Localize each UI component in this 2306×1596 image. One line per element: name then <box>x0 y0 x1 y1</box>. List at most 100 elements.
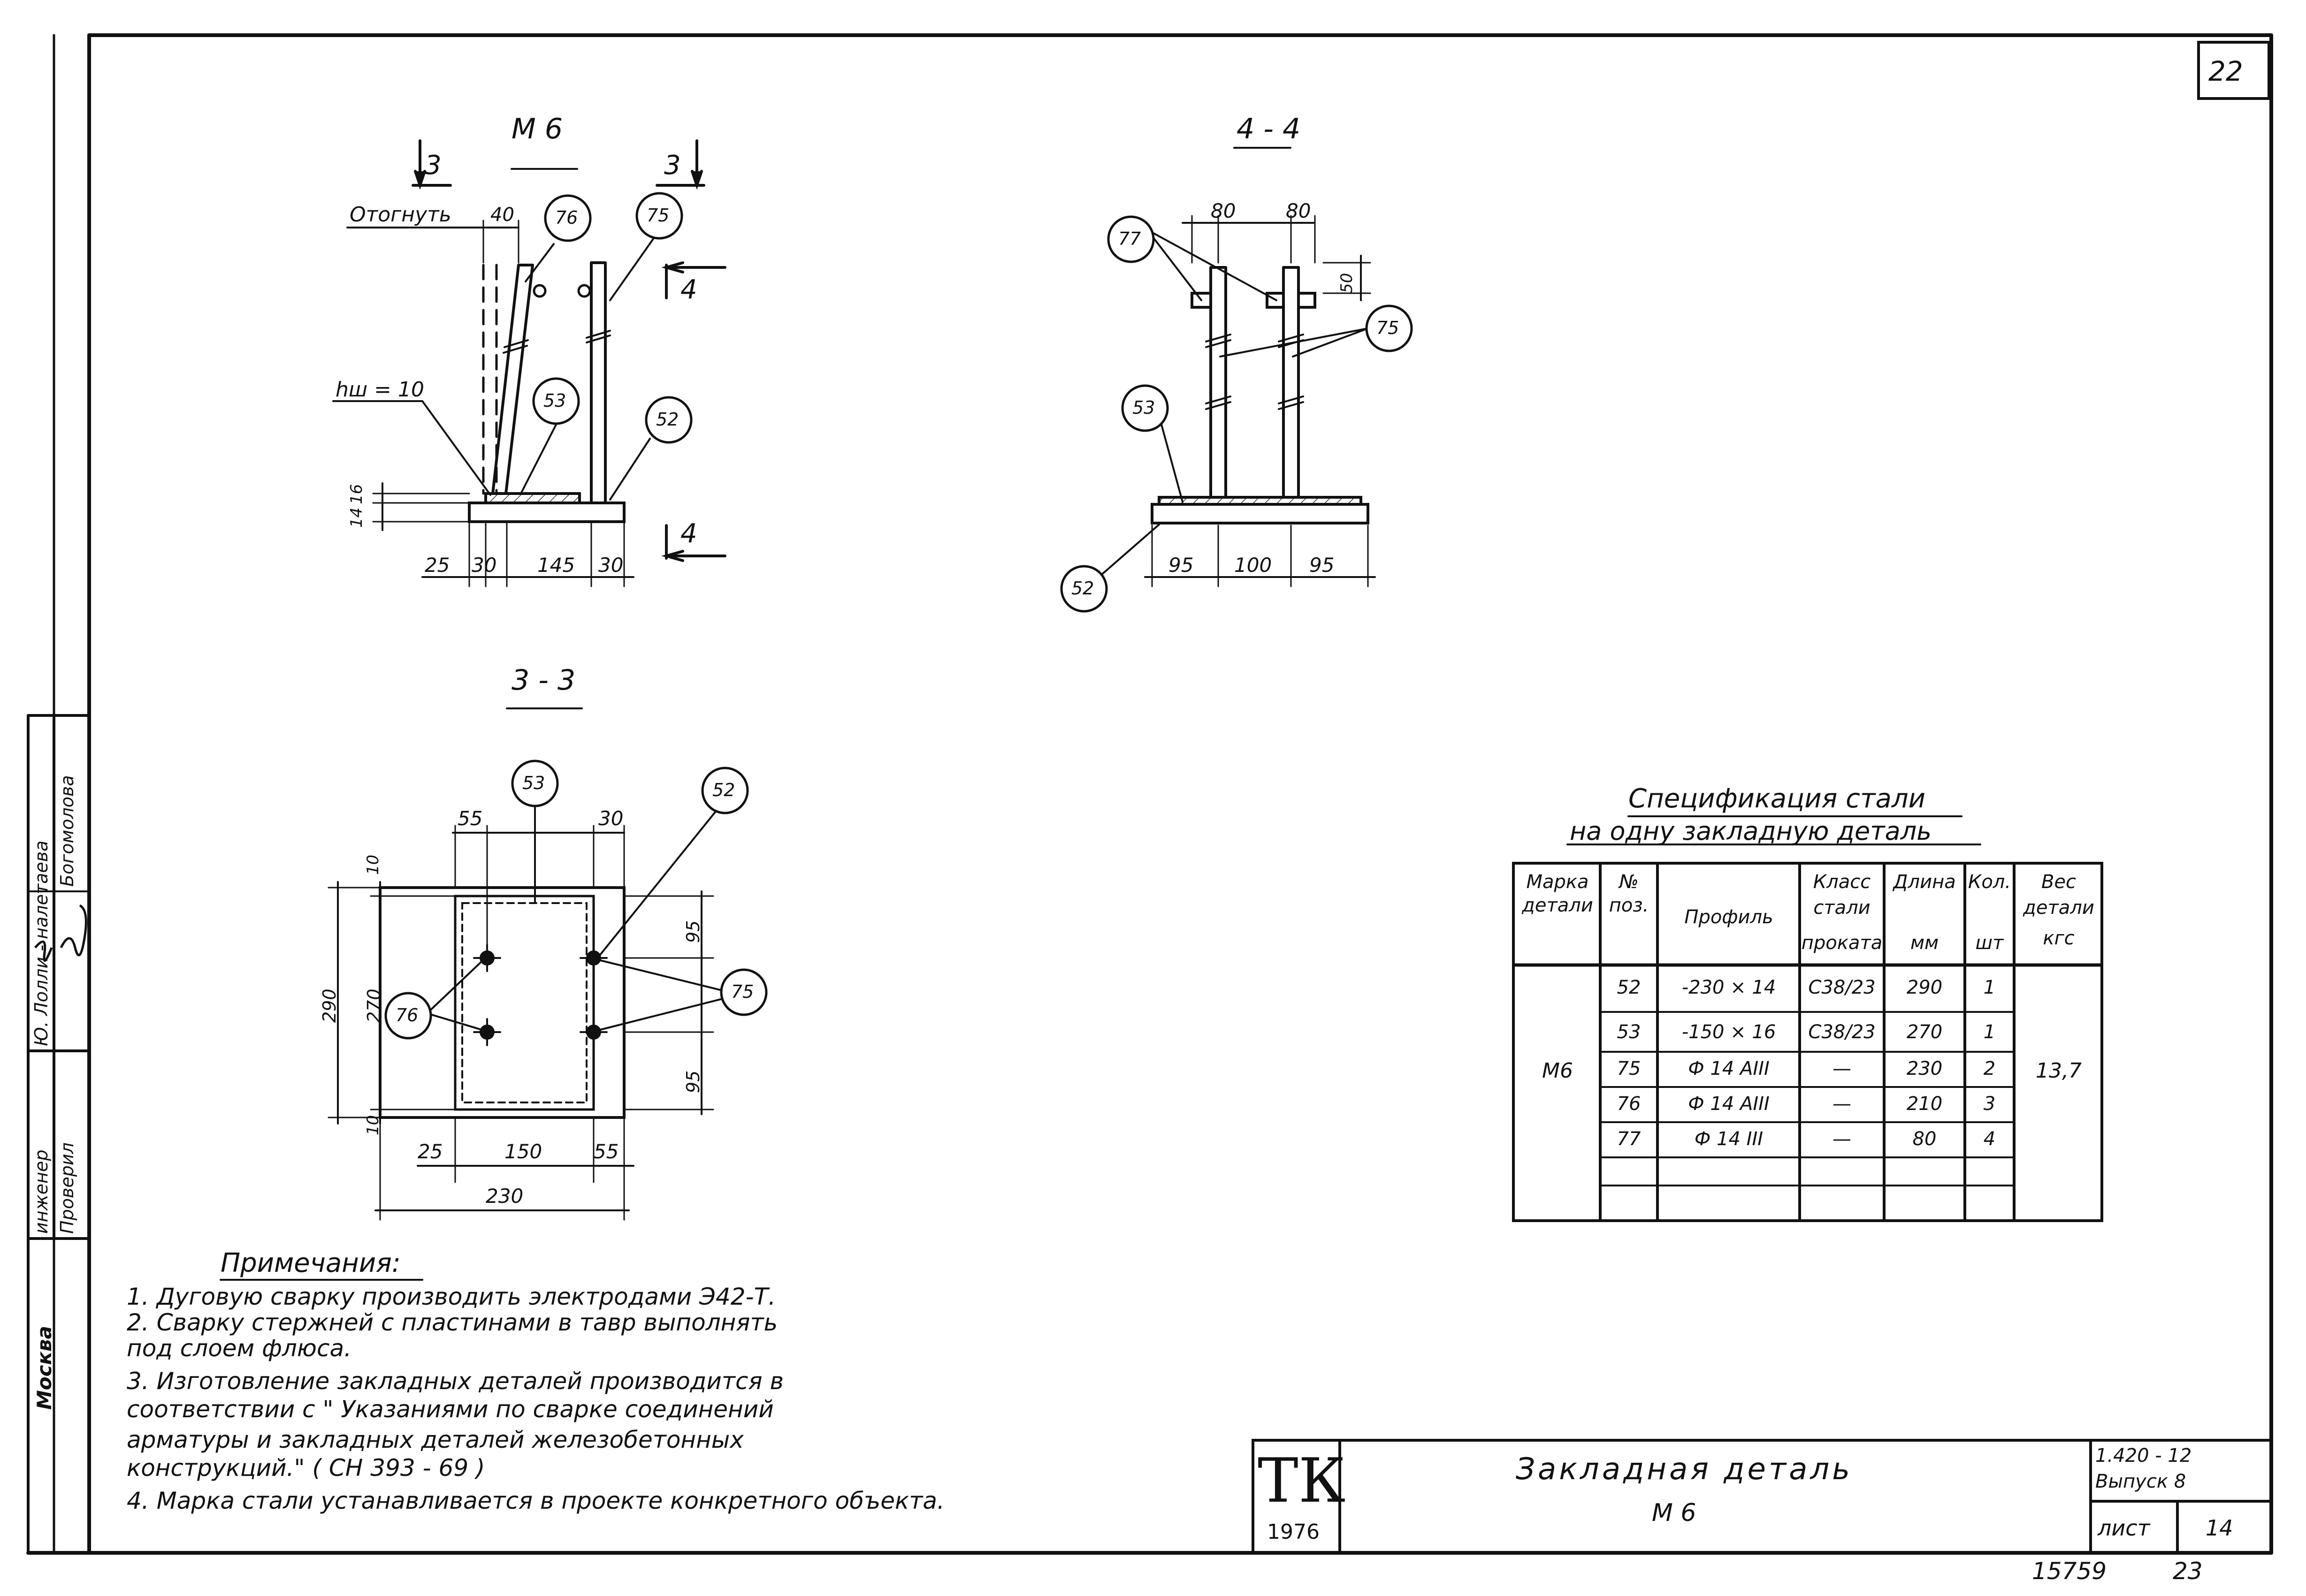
s44-dim-80-left: 80 <box>1211 199 1236 222</box>
spec-header-profile: Профиль <box>1684 906 1773 928</box>
m6-bubble-53-text: 53 <box>543 390 566 411</box>
spec-header-weight-2: детали <box>2023 897 2094 919</box>
side-city: Москва <box>33 1326 56 1410</box>
spec-row-2-qty: 1 <box>1983 1021 1996 1043</box>
spec-row-3-pos: 75 <box>1617 1058 1641 1079</box>
spec-header-steel-2: стали <box>1813 897 1871 919</box>
bubble-33-76 <box>384 992 432 1040</box>
note-line-1: 1. Дуговую сварку производить электродам… <box>127 1283 776 1310</box>
spec-row-4-profile: Ф 14 АIII <box>1688 1093 1770 1115</box>
note-line-7: конструкций." ( СН 393 - 69 ) <box>127 1454 485 1482</box>
spec-header-length-unit: мм <box>1910 932 1939 954</box>
m6-dim-14: 14 <box>347 507 366 528</box>
m6-dim-30-left: 30 <box>472 554 497 577</box>
bottom-number-left: 15759 <box>2032 1558 2107 1585</box>
spec-row-4-steel: — <box>1833 1093 1851 1115</box>
spec-title-line1: Спецификация стали <box>1628 783 1926 814</box>
spec-row-2-profile: -150 × 16 <box>1681 1021 1776 1043</box>
s33-bubble-75-text: 75 <box>731 981 754 1002</box>
spec-header-weight-1: Вес <box>2041 871 2077 893</box>
spec-row-2-pos: 53 <box>1617 1021 1641 1043</box>
spec-row-1-length: 290 <box>1906 977 1943 998</box>
s44-bubble-75-text: 75 <box>1376 318 1399 338</box>
spec-table: Марка детали № поз. Профиль Класс стали … <box>1512 862 2103 1222</box>
m6-dim-145: 145 <box>537 554 575 577</box>
note-line-2: 2. Сварку стержней с пластинами в тавр в… <box>127 1309 778 1336</box>
s33-dim-95-top: 95 <box>683 920 703 943</box>
s44-title: 4 - 4 <box>1237 113 1301 145</box>
spec-row-2-steel: С38/23 <box>1808 1021 1876 1043</box>
spec-row-4-pos: 76 <box>1617 1093 1641 1115</box>
s33-dim-30-top: 30 <box>598 807 624 830</box>
spec-row-5-pos: 77 <box>1617 1128 1641 1150</box>
note-line-6: арматуры и закладных деталей железобетон… <box>127 1426 744 1453</box>
spec-header-pos-1: № <box>1619 871 1639 893</box>
m6-section-mark-top: 4 <box>680 274 697 305</box>
spec-row-2-length: 270 <box>1906 1021 1943 1043</box>
spec-header-steel-3: проката <box>1801 932 1883 954</box>
bubble-44-77 <box>1107 215 1155 263</box>
bubble-33-52 <box>701 767 749 814</box>
bubble-m6-75 <box>635 192 683 240</box>
bubble-44-75 <box>1365 304 1413 352</box>
stamp-logo: ТК <box>1258 1445 1346 1516</box>
spec-row-5-qty: 4 <box>1983 1128 1996 1150</box>
m6-label-weld: hш = 10 <box>336 378 424 402</box>
m6-section-mark-right: 3 <box>664 150 681 181</box>
m6-dim-30-right: 30 <box>598 554 624 577</box>
s44-dim-95-left: 95 <box>1168 554 1194 577</box>
note-line-3: под слоем флюса. <box>127 1335 351 1362</box>
side-role-checked: Проверил <box>57 1142 77 1234</box>
s33-bubble-53-text: 53 <box>522 773 545 793</box>
s33-dim-55-top: 55 <box>458 807 483 830</box>
s44-dim-80-right: 80 <box>1286 199 1311 222</box>
s33-bubble-52-text: 52 <box>712 780 735 800</box>
s33-bubble-76-text: 76 <box>396 1005 419 1026</box>
m6-bubble-52-text: 52 <box>656 409 679 430</box>
m6-dim-25: 25 <box>425 554 450 577</box>
stamp-issue: Выпуск 8 <box>2095 1471 2186 1492</box>
spec-mark: М6 <box>1542 1059 1573 1083</box>
s44-dim-100: 100 <box>1234 554 1272 577</box>
spec-title-line2: на одну закладную деталь <box>1570 816 1932 846</box>
signature-marks <box>34 904 87 962</box>
spec-header-mark-2: детали <box>1522 895 1593 916</box>
m6-section-mark-bottom: 4 <box>680 518 697 549</box>
spec-header-weight-unit: кгс <box>2043 927 2075 949</box>
spec-row-1-profile: -230 × 14 <box>1681 977 1776 998</box>
spec-row-3-steel: — <box>1833 1058 1851 1079</box>
spec-row-4-qty: 3 <box>1983 1093 1996 1115</box>
stamp-subtitle: М 6 <box>1652 1499 1696 1527</box>
s33-dim-10-top: 10 <box>364 854 382 875</box>
bubble-33-75 <box>720 968 768 1016</box>
s33-dim-150: 150 <box>504 1140 542 1163</box>
m6-dim-40: 40 <box>490 204 514 226</box>
stamp-sheet-label: лист <box>2098 1515 2150 1541</box>
spec-row-5-length: 80 <box>1912 1128 1937 1150</box>
bubble-44-53 <box>1121 384 1169 432</box>
s44-dim-95-right: 95 <box>1309 554 1335 577</box>
m6-title: М 6 <box>512 113 563 145</box>
s44-bubble-53-text: 53 <box>1132 397 1155 418</box>
bubble-m6-76 <box>544 194 592 242</box>
stamp-year: 1976 <box>1267 1520 1320 1544</box>
spec-row-1-qty: 1 <box>1983 977 1996 998</box>
spec-weight: 13,7 <box>2036 1059 2082 1083</box>
m6-bubble-75-text: 75 <box>647 205 670 226</box>
stamp-sheet-number: 14 <box>2206 1515 2233 1541</box>
s33-title: 3 - 3 <box>512 664 576 697</box>
s44-bubble-52-text: 52 <box>1071 578 1094 599</box>
s33-dim-95-bottom: 95 <box>683 1070 703 1093</box>
bottom-number-right: 23 <box>2173 1558 2203 1585</box>
s33-dim-230: 230 <box>486 1185 524 1208</box>
notes-title: Примечания: <box>221 1248 401 1278</box>
note-line-8: 4. Марка стали устанавливается в проекте… <box>127 1487 945 1514</box>
side-name-checked: Богомолова <box>57 775 77 887</box>
note-line-5: соответствии с " Указаниями по сварке со… <box>127 1396 774 1423</box>
m6-section-mark-left: 3 <box>425 150 442 181</box>
s44-dim-50: 50 <box>1337 273 1356 293</box>
m6-bubble-76-text: 76 <box>555 207 578 228</box>
bubble-33-53 <box>511 760 559 807</box>
